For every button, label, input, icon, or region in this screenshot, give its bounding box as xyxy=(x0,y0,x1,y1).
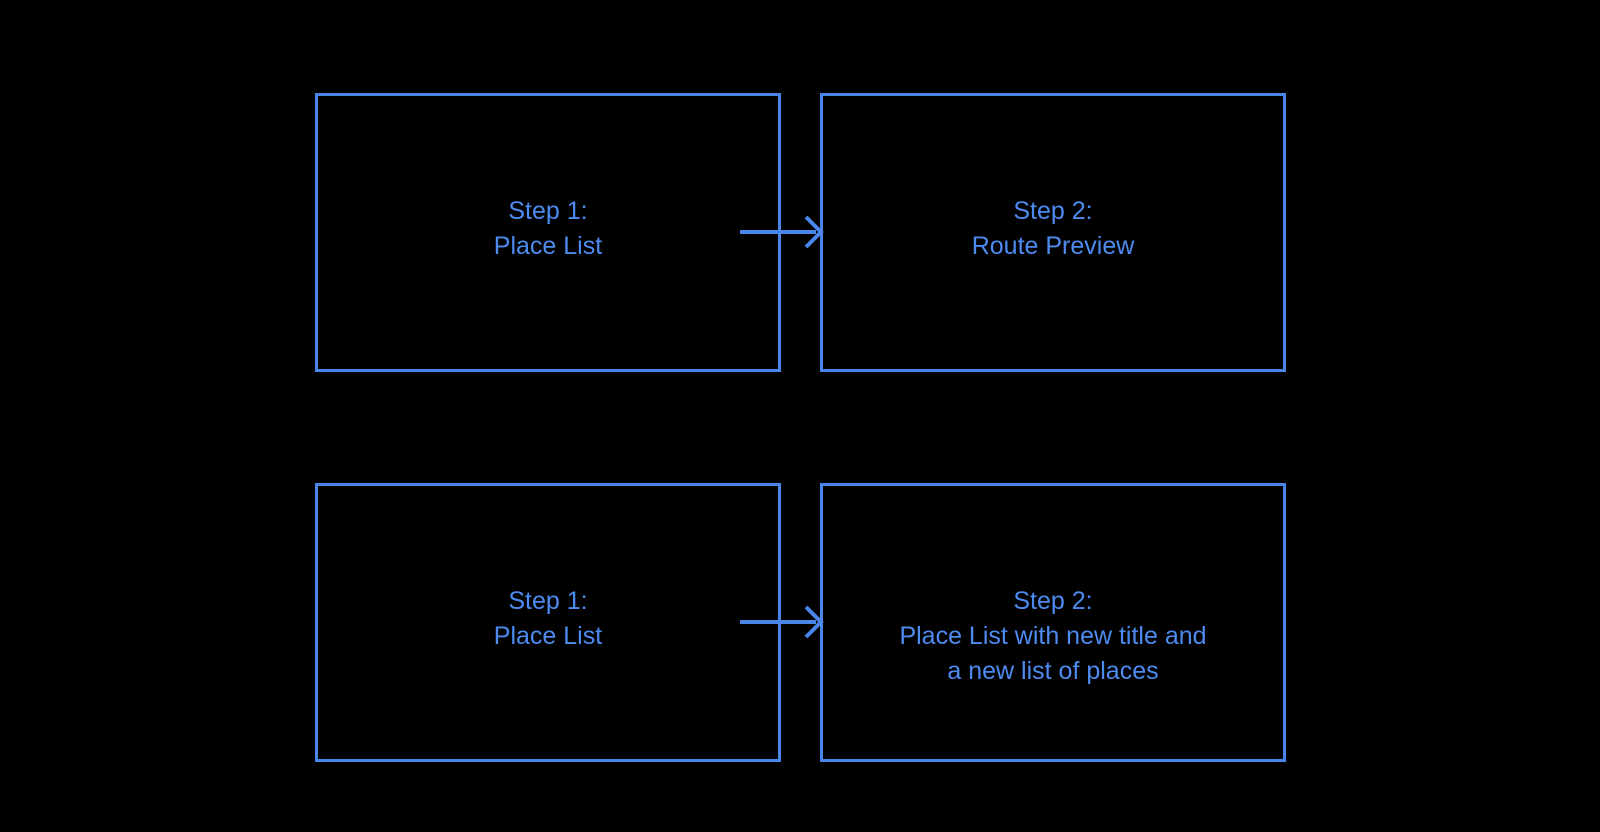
box-label-line: Place List xyxy=(493,622,603,650)
box-label: Step 1: Place List xyxy=(318,584,778,654)
box-label-line: Step 2: xyxy=(1013,587,1093,615)
box-label: Step 2: Place List with new title and a … xyxy=(823,584,1283,689)
box-label: Step 2: Route Preview xyxy=(823,194,1283,264)
flow-box-step1-place-list-2: Step 1: Place List xyxy=(315,483,781,762)
box-label: Step 1: Place List xyxy=(318,194,778,264)
box-label-line: Place List with new title and xyxy=(899,622,1207,650)
flow-arrow-right-icon xyxy=(735,210,825,254)
flow-arrow-right-icon xyxy=(735,600,825,644)
box-label-line: Place List xyxy=(493,232,603,260)
box-label-line: Step 1: xyxy=(508,587,588,615)
box-label-line: Route Preview xyxy=(971,232,1135,260)
box-label-line: Step 1: xyxy=(508,197,588,225)
flow-box-step2-new-place-list: Step 2: Place List with new title and a … xyxy=(820,483,1286,762)
flow-box-step2-route-preview: Step 2: Route Preview xyxy=(820,93,1286,372)
flow-box-step1-place-list: Step 1: Place List xyxy=(315,93,781,372)
box-label-line: a new list of places xyxy=(947,657,1159,685)
box-label-line: Step 2: xyxy=(1013,197,1093,225)
